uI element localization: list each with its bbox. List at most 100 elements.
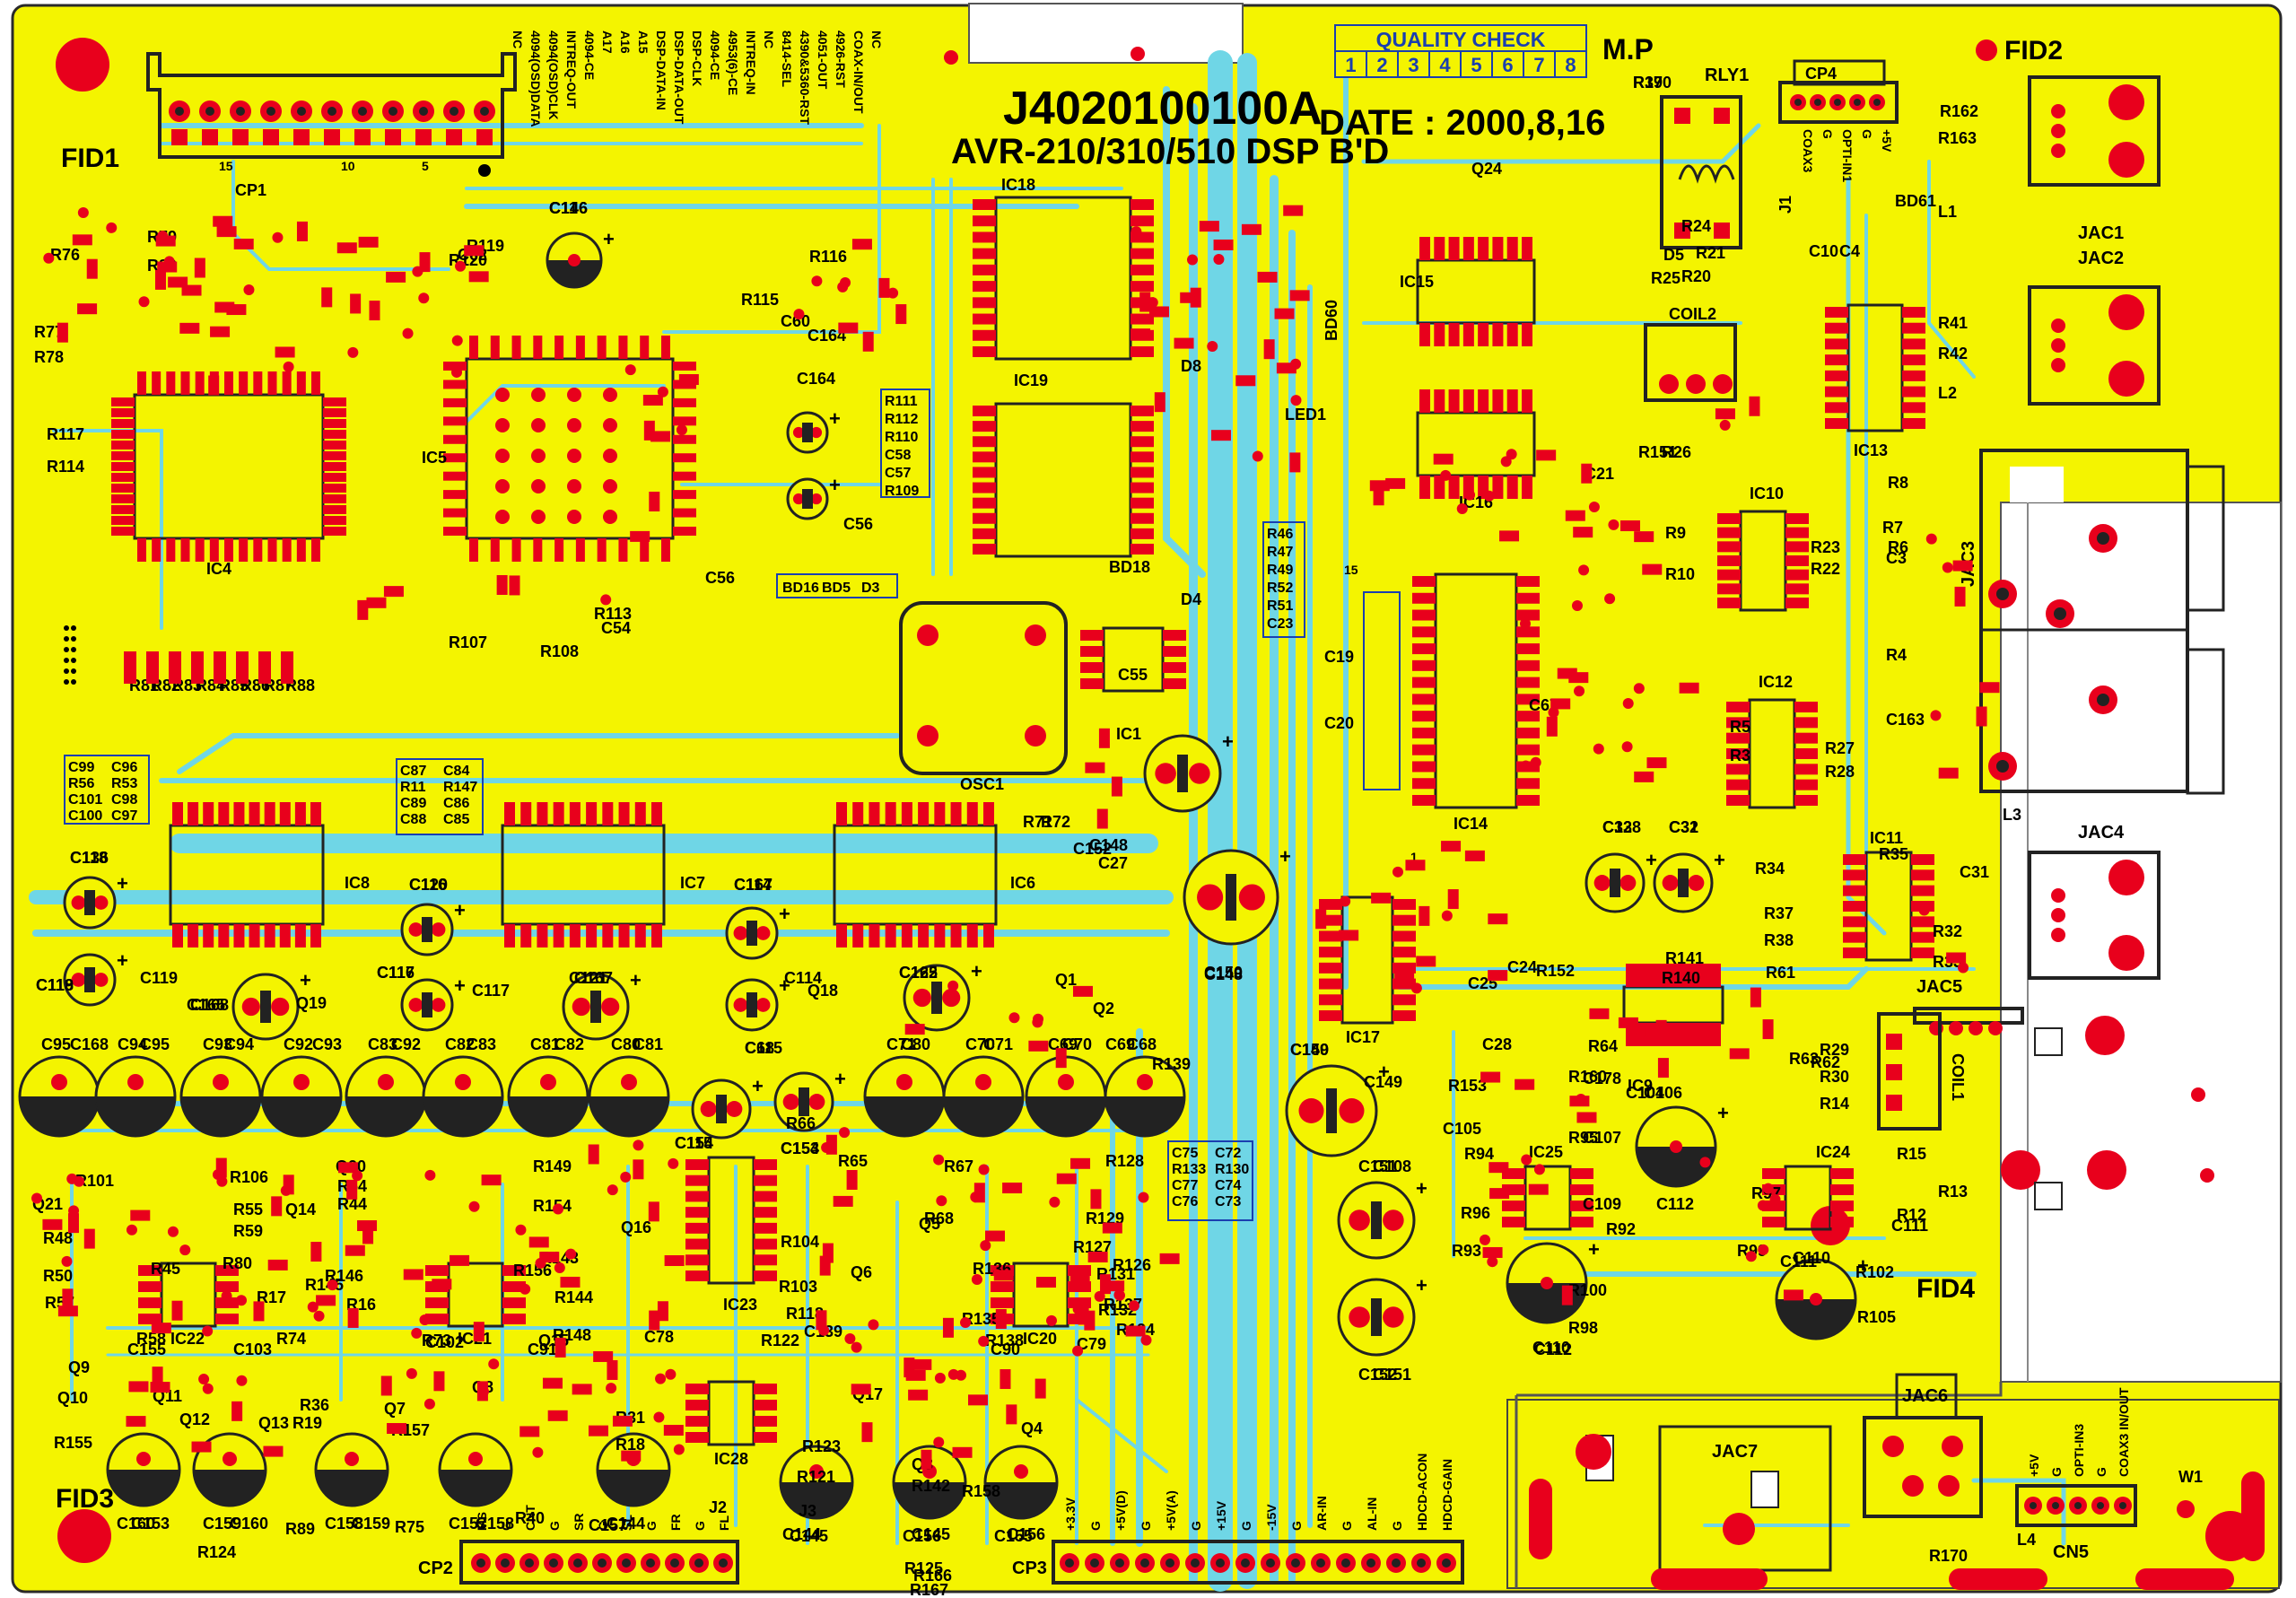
capacitor-label: C103 bbox=[233, 1340, 272, 1358]
smd-pad bbox=[1104, 1280, 1125, 1292]
capacitor-label: C145 bbox=[912, 1525, 950, 1543]
cp1-pin-label: 4094(OSD)DATA bbox=[528, 31, 543, 127]
cp1-pin-label: INTREQ-OUT bbox=[564, 31, 579, 109]
capacitor-label: C118 bbox=[70, 849, 108, 867]
oscillator-osc1: OSC1 bbox=[899, 601, 1068, 793]
capacitor-label: C119 bbox=[140, 969, 178, 987]
group-component-label: R111 bbox=[885, 394, 918, 409]
resistor-label: R24 bbox=[1681, 217, 1711, 235]
capacitor-label: C95 bbox=[140, 1035, 170, 1053]
smd-pad bbox=[572, 1384, 592, 1395]
cp1-pin-label: NC bbox=[511, 31, 525, 48]
capacitor-label: C69 bbox=[1105, 1035, 1135, 1053]
resistor-label: R25 bbox=[1651, 269, 1681, 287]
resistor-label: R128 bbox=[1105, 1152, 1144, 1170]
smd-pad bbox=[1070, 1157, 1091, 1169]
jack-body bbox=[2028, 851, 2161, 980]
cp4-pin-label: G bbox=[1860, 129, 1874, 139]
cp3-pin-label: G bbox=[1340, 1521, 1354, 1531]
smd-pad bbox=[612, 1415, 633, 1427]
polarity-mark: + bbox=[630, 969, 642, 991]
ic-label: IC10 bbox=[1750, 485, 1784, 502]
resistor-label: R92 bbox=[1606, 1220, 1636, 1238]
cp1-pin-label: NC bbox=[869, 31, 884, 48]
resistor-label: R40 bbox=[515, 1509, 545, 1527]
via bbox=[936, 1195, 947, 1207]
via bbox=[221, 1290, 232, 1302]
capacitor-label: C121 bbox=[569, 969, 607, 987]
capacitor-label: C119 bbox=[36, 976, 74, 994]
smd-pad bbox=[678, 374, 699, 386]
smd-pad bbox=[1565, 510, 1585, 521]
smd-pad bbox=[67, 1213, 79, 1234]
smd-pad bbox=[1371, 892, 1392, 904]
polarity-mark: + bbox=[603, 228, 615, 250]
capacitor-label: C95 bbox=[41, 1035, 71, 1053]
resistor-label: R29 bbox=[1820, 1041, 1849, 1059]
via bbox=[851, 1341, 862, 1353]
group-component-label: C77 bbox=[1172, 1178, 1198, 1193]
smd-pad bbox=[908, 1389, 929, 1401]
smd-pad bbox=[649, 491, 660, 511]
resistor-label: R114 bbox=[47, 458, 84, 476]
group-component-label: C98 bbox=[111, 792, 137, 808]
smd-pad bbox=[861, 1422, 873, 1443]
cp3-pin-label: +5V(D) bbox=[1113, 1490, 1128, 1531]
via bbox=[960, 1316, 972, 1328]
capacitor-label: C28 bbox=[1482, 1035, 1512, 1053]
via bbox=[1520, 760, 1532, 772]
group-component-label: C72 bbox=[1215, 1146, 1241, 1161]
group-component-label: C89 bbox=[400, 796, 426, 811]
capacitor-label: C156 bbox=[903, 1527, 941, 1545]
cp1-pin-label: A17 bbox=[600, 31, 615, 54]
ic-body bbox=[169, 824, 325, 926]
via bbox=[1140, 1334, 1152, 1346]
capacitor-label: C110 bbox=[1793, 1249, 1830, 1267]
smd-pad bbox=[1241, 223, 1261, 235]
via bbox=[1530, 756, 1541, 768]
ic-label: IC8 bbox=[345, 874, 370, 892]
via bbox=[243, 284, 255, 295]
smd-pad bbox=[519, 1426, 540, 1437]
resistor-label: R115 bbox=[741, 291, 779, 309]
resistor-label: R167 bbox=[910, 1581, 948, 1598]
cn5-pin-label: +5V bbox=[2027, 1454, 2041, 1477]
smd-pad bbox=[1750, 987, 1761, 1008]
via bbox=[327, 1279, 338, 1291]
cp1-pin-label: INTREQ-IN bbox=[744, 31, 758, 95]
resistor-label: R39 bbox=[1633, 74, 1663, 92]
capacitor-label: C165 bbox=[187, 996, 225, 1014]
cp4-pin-label: +5V bbox=[1880, 129, 1894, 153]
smd-pad bbox=[1035, 1378, 1046, 1399]
smd-pad bbox=[1056, 1173, 1077, 1184]
ic-label: IC20 bbox=[1023, 1330, 1057, 1348]
via bbox=[657, 386, 668, 397]
capacitor-label: C55 bbox=[1118, 666, 1148, 684]
coil2-label: COIL2 bbox=[1669, 305, 1716, 323]
ic-label: IC4 bbox=[206, 560, 231, 578]
smd-pad bbox=[1489, 1188, 1510, 1200]
via bbox=[1593, 743, 1604, 755]
smd-pad bbox=[1979, 682, 2000, 694]
cp1-pin-label: 4953(6)-CE bbox=[726, 31, 740, 95]
via bbox=[1131, 226, 1142, 238]
ic-label: IC24 bbox=[1816, 1143, 1850, 1161]
smd-pad bbox=[157, 261, 178, 273]
capacitor-label: C31 bbox=[1669, 818, 1698, 836]
polarity-mark: + bbox=[834, 1068, 846, 1090]
capacitor-label: C110 bbox=[1532, 1339, 1570, 1357]
capacitor-label: C159 bbox=[352, 1515, 390, 1533]
transistor-label: Q12 bbox=[179, 1410, 210, 1428]
board-cutout-top bbox=[968, 3, 1244, 64]
capacitor-label: C165 bbox=[899, 964, 938, 982]
capacitor-label: C149 bbox=[1364, 1073, 1402, 1091]
cn5-pin-label: COAX3 IN/OUT bbox=[2117, 1387, 2131, 1477]
via bbox=[1456, 503, 1468, 515]
resistor-label: R123 bbox=[802, 1437, 841, 1455]
smd-pad bbox=[336, 242, 357, 254]
smd-pad bbox=[648, 1201, 659, 1222]
smd-pad bbox=[1035, 1277, 1056, 1288]
